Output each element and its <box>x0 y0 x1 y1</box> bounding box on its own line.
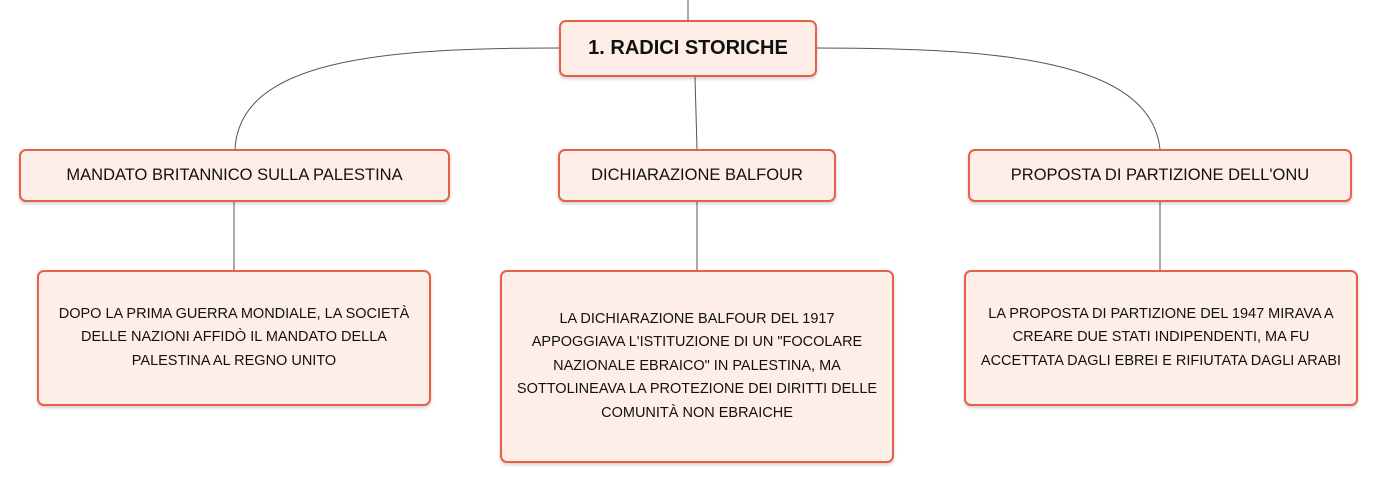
connector-root-to-topic-1 <box>234 47 560 150</box>
detail-node-text: LA PROPOSTA DI PARTIZIONE DEL 1947 MIRAV… <box>980 305 1342 369</box>
root-node-label: 1. RADICI STORICHE <box>588 37 788 59</box>
topic-node-label: PROPOSTA DI PARTIZIONE DELL'ONU <box>1010 166 1310 184</box>
topic-node-mandato-britannico[interactable]: MANDATO BRITANNICO SULLA PALESTINA <box>19 149 450 202</box>
connector-root-to-topic-2 <box>694 76 698 150</box>
connector-root-to-topic-3 <box>816 47 1161 150</box>
detail-node-text: LA DICHIARAZIONE BALFOUR DEL 1917 APPOGG… <box>516 310 878 421</box>
detail-node-text: DOPO LA PRIMA GUERRA MONDIALE, LA SOCIET… <box>58 305 410 369</box>
topic-node-label: DICHIARAZIONE BALFOUR <box>591 166 803 184</box>
detail-node-dichiarazione-balfour[interactable]: LA DICHIARAZIONE BALFOUR DEL 1917 APPOGG… <box>500 270 894 463</box>
detail-node-mandato-britannico[interactable]: DOPO LA PRIMA GUERRA MONDIALE, LA SOCIET… <box>37 270 431 406</box>
detail-node-proposta-partizione[interactable]: LA PROPOSTA DI PARTIZIONE DEL 1947 MIRAV… <box>964 270 1358 406</box>
topic-node-label: MANDATO BRITANNICO SULLA PALESTINA <box>66 166 403 184</box>
root-node[interactable]: 1. RADICI STORICHE <box>559 20 817 77</box>
topic-node-dichiarazione-balfour[interactable]: DICHIARAZIONE BALFOUR <box>558 149 836 202</box>
topic-node-proposta-partizione[interactable]: PROPOSTA DI PARTIZIONE DELL'ONU <box>968 149 1352 202</box>
